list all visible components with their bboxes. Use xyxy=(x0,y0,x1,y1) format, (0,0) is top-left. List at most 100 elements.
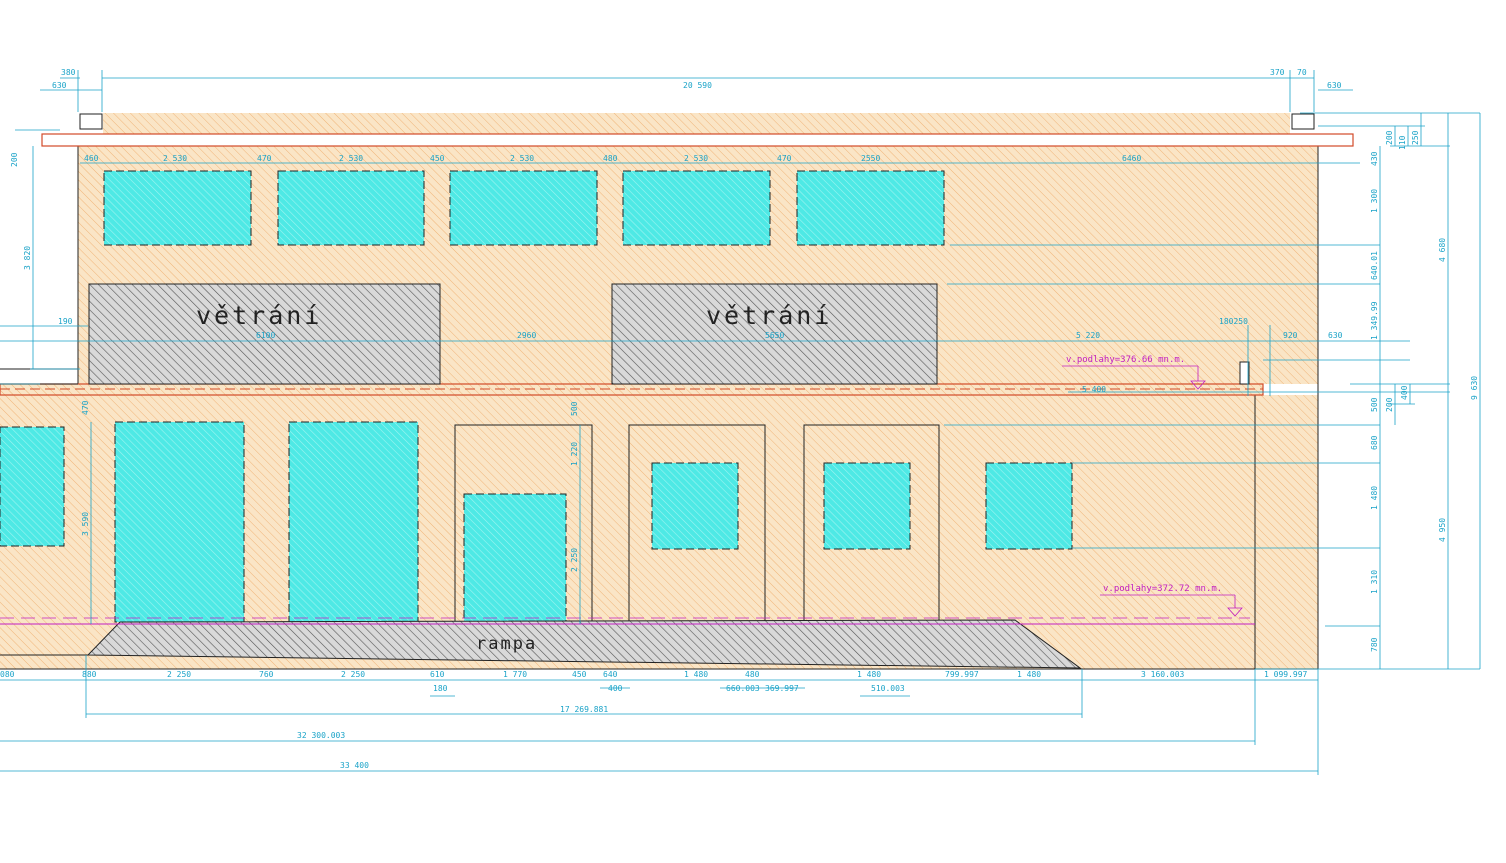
dimension-texts: 380 630 20 590 370 70 630 460 2 530 470 … xyxy=(0,68,1479,770)
dim-label: 510.003 xyxy=(871,684,905,693)
dim-label: 2 530 xyxy=(339,154,363,163)
dim-label: 110 xyxy=(1398,135,1407,150)
dim-label: 250 xyxy=(1411,130,1420,145)
dim-label: 2 530 xyxy=(684,154,708,163)
dim-label: 630 xyxy=(52,81,67,90)
dim-label: 9 630 xyxy=(1470,376,1479,400)
dimension-lines xyxy=(0,70,1481,775)
dim-label: 2 530 xyxy=(163,154,187,163)
large-window xyxy=(288,421,419,623)
window xyxy=(622,170,771,246)
dim-label: 2 250 xyxy=(570,548,579,572)
dim-label: 5 400 xyxy=(1082,385,1106,394)
dim-label: 470 xyxy=(777,154,792,163)
ramp: rampa xyxy=(0,619,1255,669)
dim-label: 400 xyxy=(1400,385,1409,400)
window xyxy=(985,462,1073,550)
dim-label: 200 xyxy=(10,152,19,167)
dim-label: 1 480 xyxy=(1017,670,1041,679)
dim-label: 780 xyxy=(1370,637,1379,652)
dim-label: 1 220 xyxy=(570,442,579,466)
dim-label: 2960 xyxy=(517,331,536,340)
ventilation-panel xyxy=(88,283,441,385)
dim-label: 1 480 xyxy=(684,670,708,679)
dim-label: 2 250 xyxy=(341,670,365,679)
window xyxy=(0,426,65,547)
dim-label: 430 xyxy=(1370,151,1379,166)
attic-wall xyxy=(103,113,1290,134)
dim-label: 3 590 xyxy=(81,512,90,536)
dim-label: 1 480 xyxy=(1370,486,1379,510)
dim-label: 6100 xyxy=(256,331,275,340)
dim-label: 5650 xyxy=(765,331,784,340)
window xyxy=(277,170,425,246)
dim-label: 5 220 xyxy=(1076,331,1100,340)
dim-label: 880 xyxy=(82,670,97,679)
dim-label: 33 400 xyxy=(340,761,369,770)
dim-label: 200 xyxy=(1385,130,1394,145)
dim-label: 630 xyxy=(1328,331,1343,340)
dim-label: 610 xyxy=(430,670,445,679)
dim-label: 1 099.997 xyxy=(1264,670,1308,679)
dim-label: 760 xyxy=(259,670,274,679)
dim-label: 1 349.99 xyxy=(1370,301,1379,340)
large-window xyxy=(114,421,245,623)
dim-label: 400 xyxy=(608,684,623,693)
window xyxy=(796,170,945,246)
gate-window xyxy=(823,462,911,550)
dim-label: 4 950 xyxy=(1438,518,1447,542)
levels: v.podlahy=376.66 mn.m. v.podlahy=372.72 … xyxy=(0,355,1250,619)
dim-label: 680 xyxy=(1370,435,1379,450)
dim-label: 200 xyxy=(1385,397,1394,412)
dim-label: 080 xyxy=(0,670,15,679)
dim-label: 450 xyxy=(572,670,587,679)
upper-windows xyxy=(103,170,945,246)
dim-label: 660.003 xyxy=(726,684,760,693)
level-marker-upper: v.podlahy=376.66 mn.m. xyxy=(1066,355,1185,365)
dim-label: 380 xyxy=(61,68,76,77)
dim-label: 480 xyxy=(603,154,618,163)
dim-label: 370 xyxy=(1270,68,1285,77)
dim-label: 470 xyxy=(81,400,90,415)
dim-label: 799.997 xyxy=(945,670,979,679)
dim-label: 180 xyxy=(433,684,448,693)
dim-label: 500 xyxy=(1370,397,1379,412)
dim-label: 17 269.881 xyxy=(560,705,608,714)
dim-label: 369.997 xyxy=(765,684,799,693)
ramp-label: rampa xyxy=(476,634,537,654)
dim-label: 3 820 xyxy=(23,246,32,270)
ventilation-panel xyxy=(611,283,938,385)
dim-label: 190 xyxy=(58,317,73,326)
ventilation-label: větrání xyxy=(706,301,832,330)
dim-label: 2550 xyxy=(861,154,880,163)
dim-label: 450 xyxy=(430,154,445,163)
dim-label: 640.01 xyxy=(1370,251,1379,280)
dim-label: 70 xyxy=(1297,68,1307,77)
dim-label: 470 xyxy=(257,154,272,163)
ventilation-label: větrání xyxy=(196,301,322,330)
dim-label: 6460 xyxy=(1122,154,1141,163)
level-marker-lower: v.podlahy=372.72 mn.m. xyxy=(1103,584,1222,594)
lower-openings xyxy=(0,421,1073,625)
dim-label: 500 xyxy=(570,401,579,416)
gate-window xyxy=(651,462,739,550)
ventilation: větrání větrání xyxy=(88,283,938,385)
dim-label: 1 480 xyxy=(857,670,881,679)
dim-label: 2 250 xyxy=(167,670,191,679)
roof-slab xyxy=(41,133,1354,147)
dim-label: 460 xyxy=(84,154,99,163)
door-glass xyxy=(463,493,567,623)
dim-label: 20 590 xyxy=(683,81,712,90)
dim-label: 1 770 xyxy=(503,670,527,679)
dim-label: 1 310 xyxy=(1370,570,1379,594)
window xyxy=(103,170,252,246)
ramp-shape xyxy=(86,619,1082,669)
dim-label: 630 xyxy=(1327,81,1342,90)
dim-label: 32 300.003 xyxy=(297,731,345,740)
dim-label: 4 680 xyxy=(1438,238,1447,262)
dim-label: 2 530 xyxy=(510,154,534,163)
dim-label: 180250 xyxy=(1219,317,1248,326)
dim-label: 1 300 xyxy=(1370,189,1379,213)
dim-label: 640 xyxy=(603,670,618,679)
